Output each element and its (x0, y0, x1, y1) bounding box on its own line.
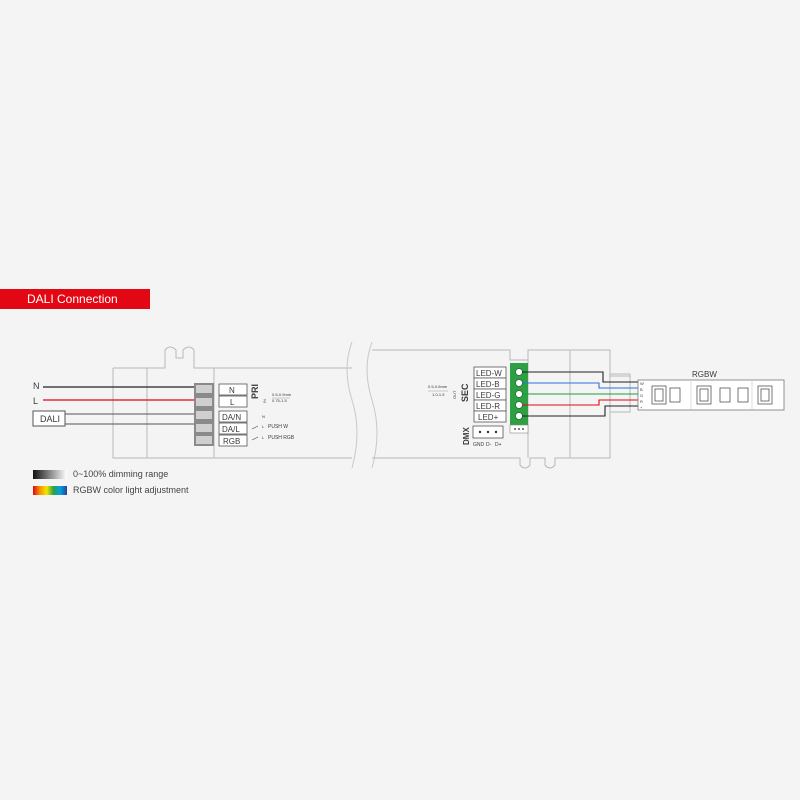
sec-label: SEC (460, 383, 470, 402)
dmx-pin-dplus: D+ (495, 442, 502, 448)
sec-spec-2: 1.0-1.5 (432, 392, 445, 397)
grayscale-swatch (33, 469, 67, 479)
dali-box-label: DALI (40, 414, 60, 424)
pri-spec-small: IN (262, 399, 267, 403)
pri-label: PRI (250, 384, 260, 399)
strip-label: RGBW (692, 370, 717, 379)
dmx-pin-dminus: D- (486, 442, 492, 448)
strip-pin-plus: + (640, 405, 643, 410)
wire-led-r (522, 399, 638, 406)
section-title: DALI Connection (27, 292, 118, 306)
legend-color-text: RGBW color light adjustment (73, 485, 189, 495)
terminal-rgb: RGB (223, 437, 240, 446)
wire-n-label: N (33, 381, 40, 391)
primary-terminal-block: N L DA/N DA/L RGB PRI IN 0.5-0.9mm 0.75-… (194, 383, 295, 447)
strip-leds (651, 385, 773, 405)
wire-led-plus (522, 405, 638, 417)
terminal-n: N (229, 386, 235, 395)
secondary-terminal-block: 0.5-0.6mm 1.0-1.5 OUT SEC LED-W LED-B LE… (428, 363, 529, 448)
push-rgb-note: PUSH RGB (268, 435, 295, 441)
note-n: N (262, 414, 265, 419)
terminal-led-b: LED-B (476, 380, 500, 389)
terminal-screws (515, 368, 523, 420)
section-title-banner: DALI Connection (0, 289, 150, 309)
strip-pin-g: G (640, 393, 643, 398)
led-strip: RGBW W B G R + (637, 370, 785, 411)
terminal-l: L (230, 398, 235, 407)
input-wires: N L DALI (32, 381, 196, 427)
terminal-led-r: LED-R (476, 402, 500, 411)
terminal-led-w: LED-W (476, 369, 502, 378)
dmx-pin-gnd: GND (473, 442, 485, 448)
sec-terminal-labels: LED-W LED-B LED-G LED-R LED+ (473, 366, 507, 423)
note-l2: L (262, 435, 265, 440)
wire-l-label: L (33, 396, 38, 406)
rainbow-swatch (33, 485, 67, 495)
strip-pin-w: W (640, 381, 644, 386)
legend-dimming-text: 0~100% dimming range (73, 469, 169, 479)
pri-spec-2: 0.75-1.5 (272, 398, 287, 403)
driver-housing (112, 341, 631, 469)
terminal-dal: DA/L (222, 425, 240, 434)
note-l1: L (262, 424, 265, 429)
terminal-led-g: LED-G (476, 391, 500, 400)
output-wires (522, 371, 638, 417)
legend-dimming: 0~100% dimming range (33, 468, 168, 480)
terminal-dan: DA/N (222, 413, 241, 422)
push-w-note: PUSH W (268, 424, 288, 430)
wire-led-w (522, 371, 638, 383)
dali-box (32, 410, 66, 427)
wire-led-b (522, 382, 638, 389)
strip-pin-b: B (640, 387, 643, 392)
dmx-label: DMX (462, 427, 471, 445)
sec-spec-small: OUT (452, 390, 457, 399)
sec-spec-1: 0.5-0.6mm (428, 384, 448, 389)
pri-spec-1: 0.5-0.9mm (272, 392, 292, 397)
strip-pin-r: R (640, 399, 643, 404)
legend-color: RGBW color light adjustment (33, 484, 189, 496)
terminal-led-plus: LED+ (478, 413, 499, 422)
